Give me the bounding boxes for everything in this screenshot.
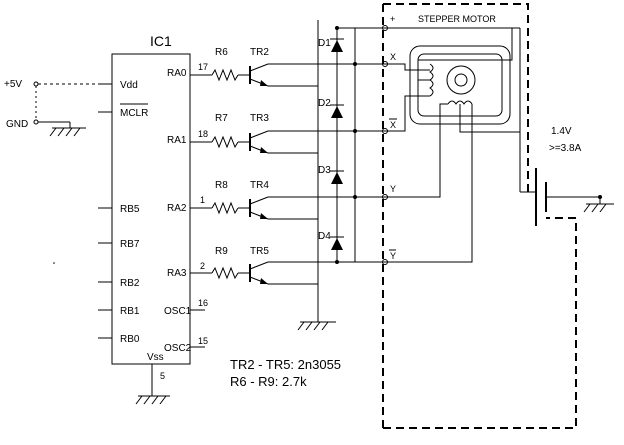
motor-x-label: X <box>390 52 396 62</box>
pin-rb0: RB0 <box>120 334 140 345</box>
wire-y-bar <box>385 104 473 263</box>
motor-shaft <box>454 73 468 87</box>
pin-mclr: MCLR <box>120 108 148 119</box>
driver-channel-2 <box>190 130 385 154</box>
junction-dot <box>353 129 357 133</box>
motor-y-bar-label: Y <box>390 251 396 261</box>
d1-label: D1 <box>318 38 331 49</box>
pin-num-ra0: 17 <box>198 62 208 72</box>
gnd-label: GND <box>6 119 28 130</box>
ground-symbol-input <box>49 122 86 137</box>
d3-label: D3 <box>318 165 331 176</box>
pin-num-osc1: 16 <box>198 298 208 308</box>
tr4-label: TR4 <box>250 180 269 191</box>
ic-body <box>111 53 191 365</box>
motor-title: STEPPER MOTOR <box>418 14 496 24</box>
diode-d4 <box>330 236 344 250</box>
r6-label: R6 <box>215 47 228 58</box>
pin-vss: Vss <box>147 352 164 363</box>
note-resistors: R6 - R9: 2.7k <box>230 374 307 389</box>
battery-current: >=3.8A <box>549 143 582 154</box>
junction-dot <box>353 62 357 66</box>
junction-dot <box>353 195 357 199</box>
plus5v-label: +5V <box>4 79 22 90</box>
r7-label: R7 <box>215 113 228 124</box>
resistor-r8 <box>211 201 239 215</box>
pin-rb7: RB7 <box>120 239 140 250</box>
battery-voltage: 1.4V <box>551 126 572 137</box>
plus5v-terminal <box>33 81 39 87</box>
wire-x <box>385 63 430 71</box>
coil-x <box>429 63 434 97</box>
wire-x-bar <box>385 95 430 132</box>
ground-symbol-ic <box>135 364 170 405</box>
pin-ra1: RA1 <box>167 135 187 146</box>
motor-plus-label: + <box>390 14 395 24</box>
note-transistors: TR2 - TR5: 2n3055 <box>230 357 341 372</box>
pin-ra3: RA3 <box>167 268 187 279</box>
driver-channel-4 <box>190 261 385 285</box>
ic-left-pins <box>98 83 112 339</box>
motor-rotor <box>446 65 476 95</box>
motor-y-label: Y <box>390 184 396 194</box>
junction-dot <box>335 26 339 30</box>
motor-x-bar-label: X <box>390 120 396 130</box>
diode-d1 <box>330 38 344 52</box>
pin-osc1: OSC1 <box>164 306 192 317</box>
pin-rb2: RB2 <box>120 278 140 289</box>
resistor-r6 <box>211 68 239 82</box>
pin-ra2: RA2 <box>167 203 187 214</box>
motor-enclosure-bottom <box>383 218 577 429</box>
driver-channel-3 <box>190 196 385 220</box>
coil-common-x <box>417 28 513 81</box>
coil-common-y <box>459 104 520 133</box>
resistor-r9 <box>211 266 239 280</box>
pin-num-ra3: 2 <box>200 261 205 271</box>
ic-title: IC1 <box>150 33 172 49</box>
pin-osc2: OSC2 <box>164 343 192 354</box>
r9-label: R9 <box>215 246 228 257</box>
tr3-label: TR3 <box>250 113 269 124</box>
tr5-label: TR5 <box>250 246 269 257</box>
wire-y <box>385 103 448 198</box>
motor-enclosure-top <box>383 3 529 196</box>
resistor-r7 <box>211 135 239 149</box>
junction-dot <box>335 260 339 264</box>
r8-label: R8 <box>215 180 228 191</box>
gnd-terminal <box>33 119 39 125</box>
pin-rb5: RB5 <box>120 204 140 215</box>
ground-symbol-emitters <box>297 321 336 331</box>
ground-symbol-battery <box>583 197 614 213</box>
driver-channel-1 <box>190 63 385 87</box>
coil-y <box>447 100 473 105</box>
pin-num-vss: 5 <box>160 371 165 381</box>
diode-d2 <box>330 104 344 118</box>
tr2-label: TR2 <box>250 47 269 58</box>
pin-ra0: RA0 <box>167 68 187 79</box>
d2-label: D2 <box>318 98 331 109</box>
pin-num-osc2: 15 <box>198 336 208 346</box>
pin-num-ra2: 1 <box>200 195 205 205</box>
pin-rb1: RB1 <box>120 306 140 317</box>
d4-label: D4 <box>318 231 331 242</box>
stray-dot <box>53 262 55 264</box>
pin-num-ra1: 18 <box>198 129 208 139</box>
diode-d3 <box>330 170 344 184</box>
pin-vdd: Vdd <box>120 80 138 91</box>
